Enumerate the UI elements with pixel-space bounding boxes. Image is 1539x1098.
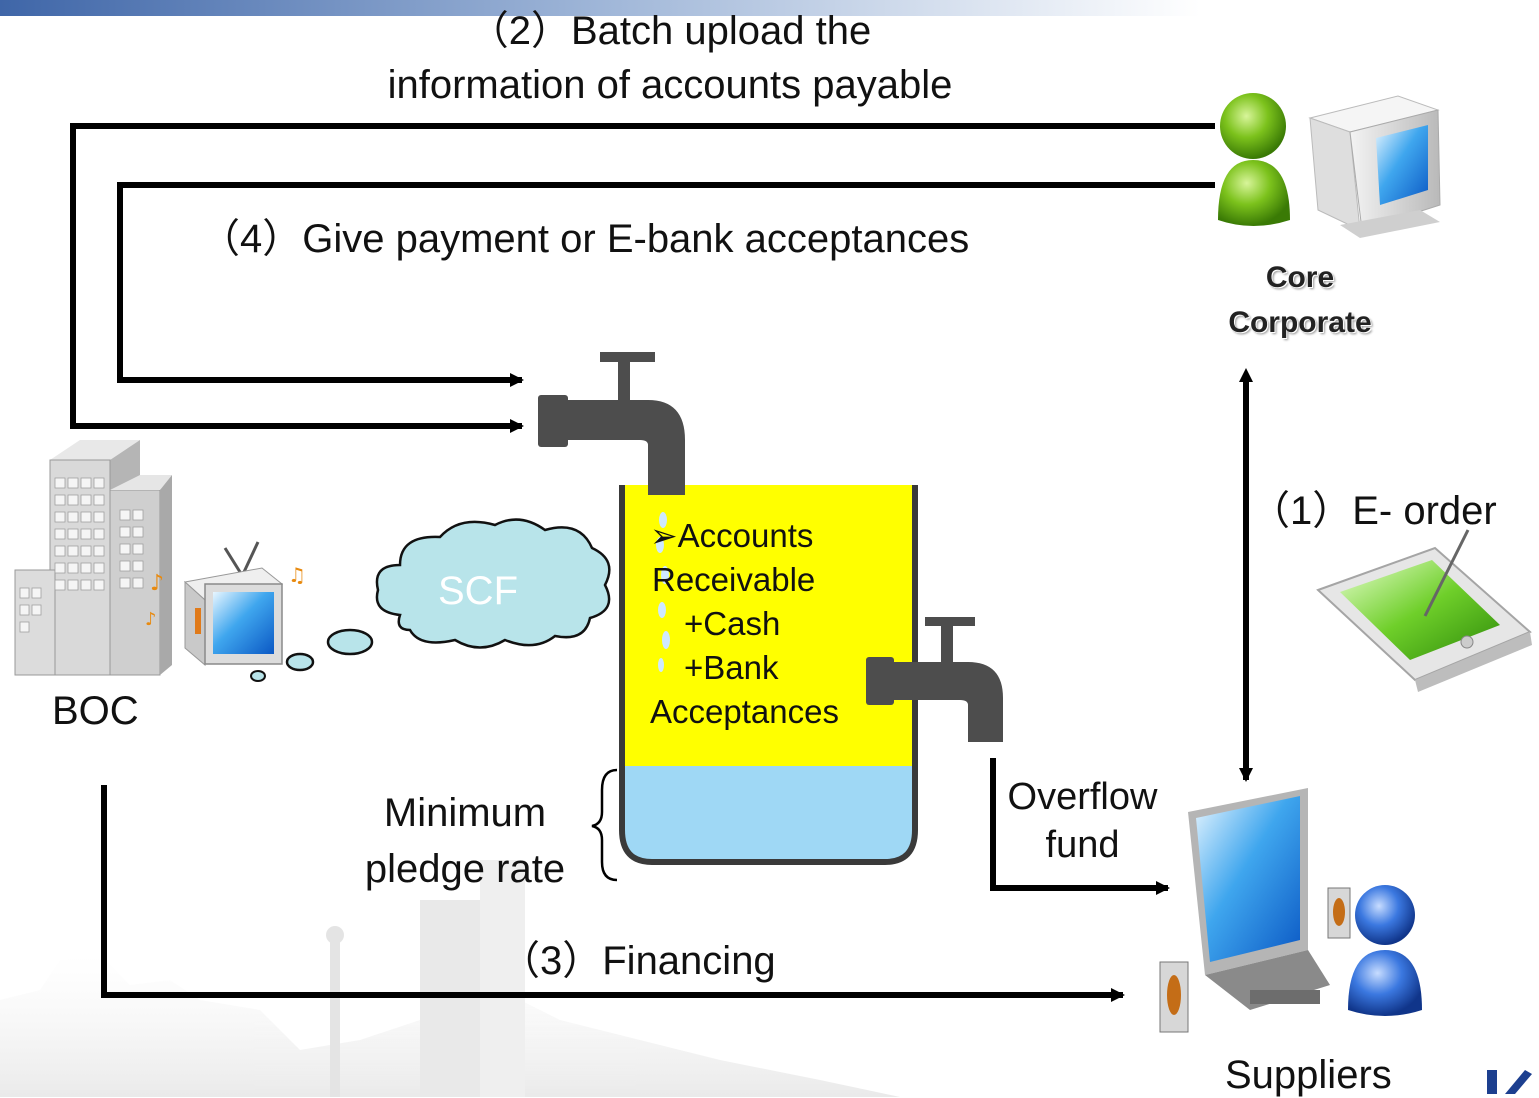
step-e-order: （1）E- order bbox=[1250, 489, 1497, 533]
core-corporate-label-line2: Corporate bbox=[1228, 306, 1372, 339]
building-icon bbox=[14, 440, 172, 676]
core-corporate-label-line1: Core bbox=[1265, 261, 1335, 294]
tank-line-accounts: ➢Accounts bbox=[650, 517, 814, 554]
tank-line-receivable: Receivable bbox=[652, 561, 816, 598]
monitor-icon bbox=[1188, 788, 1330, 1010]
overflow-label-line1: Overflow bbox=[1007, 776, 1158, 818]
skyline-background bbox=[0, 860, 900, 1097]
step-batch-upload-line1: （2）Batch upload the bbox=[468, 9, 872, 53]
tank bbox=[619, 485, 918, 865]
top-faucet-icon bbox=[538, 352, 685, 495]
tank-line-cash: +Cash bbox=[684, 605, 781, 642]
step-batch-upload-line2: information of accounts payable bbox=[387, 63, 953, 107]
payment-arrow bbox=[117, 182, 1215, 387]
tank-line-bank: +Bank bbox=[684, 649, 779, 686]
logo-fragment bbox=[1487, 1070, 1532, 1094]
person-icon bbox=[1348, 885, 1422, 1016]
scf-label: SCF bbox=[438, 569, 518, 613]
speaker-icon bbox=[1159, 887, 1351, 1033]
upload-arrow bbox=[70, 123, 1215, 433]
step-give-payment: （4）Give payment or E-bank acceptances bbox=[200, 217, 970, 261]
suppliers-icon bbox=[1159, 788, 1422, 1033]
svg-text:♫: ♫ bbox=[288, 563, 306, 587]
side-faucet-icon bbox=[866, 617, 1003, 742]
svg-text:♪: ♪ bbox=[150, 571, 164, 596]
financing-arrow bbox=[101, 785, 1125, 1002]
minimum-pledge-line1: Minimum bbox=[383, 791, 547, 835]
tablet-icon bbox=[1316, 529, 1532, 692]
core-corporate-icon bbox=[1218, 93, 1441, 238]
suppliers-label: Suppliers bbox=[1225, 1053, 1392, 1097]
boc-label: BOC bbox=[52, 689, 139, 733]
connector-lines bbox=[70, 123, 1253, 1002]
person-icon bbox=[1218, 93, 1290, 226]
minimum-pledge-line2: pledge rate bbox=[364, 847, 566, 891]
tv-icon: ♪ ♫ ♪ bbox=[145, 541, 306, 667]
header-bar bbox=[0, 0, 1200, 16]
overflow-arrow bbox=[990, 758, 1170, 895]
tank-line-acceptances: Acceptances bbox=[650, 693, 839, 730]
step-financing: （3）Financing bbox=[500, 939, 776, 983]
monitor-icon bbox=[1308, 95, 1441, 238]
overflow-label-line2: fund bbox=[1045, 824, 1120, 866]
scf-cloud-icon bbox=[250, 518, 611, 682]
svg-text:♪: ♪ bbox=[145, 609, 157, 630]
pledge-brace bbox=[591, 768, 618, 882]
